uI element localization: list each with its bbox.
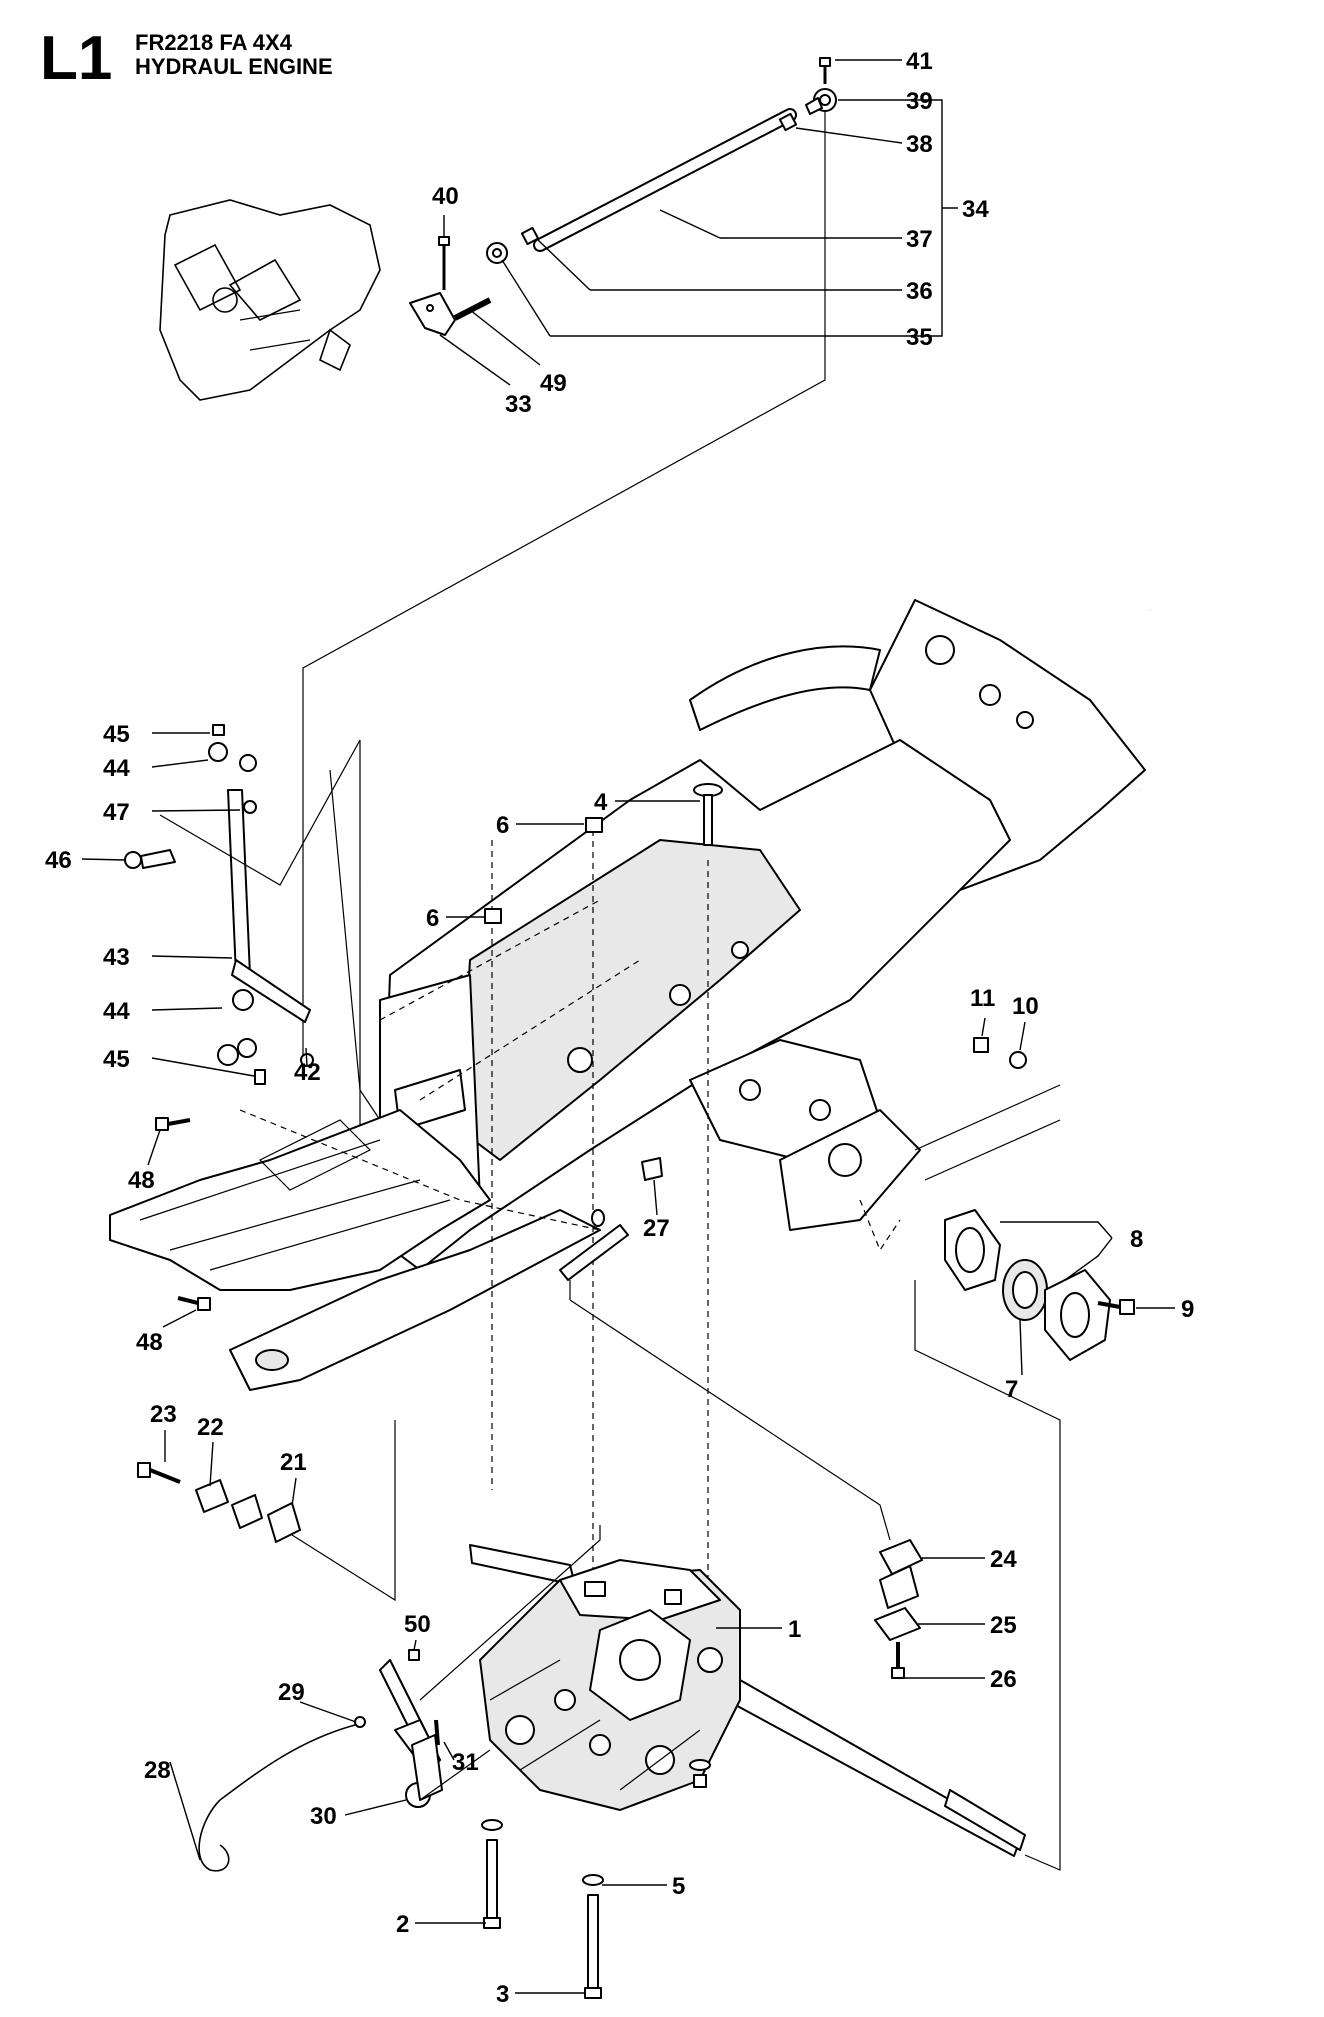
clamp-set-21-23 [137, 1420, 396, 1602]
bolts-48 [155, 1117, 211, 1311]
callout-30: 30 [310, 1803, 337, 1830]
page-code: L1 [40, 24, 113, 93]
callout-42: 42 [294, 1059, 321, 1086]
callout-3: 3 [496, 1981, 509, 2008]
leader-lines [81, 59, 1175, 1994]
callout-1: 1 [788, 1616, 801, 1643]
nuts-6 [484, 817, 603, 924]
callout-45-top: 45 [103, 721, 130, 748]
callout-38: 38 [906, 131, 933, 158]
nut-50 [408, 1649, 420, 1661]
callout-2: 2 [396, 1911, 409, 1938]
linkage-parts [124, 724, 361, 1180]
callout-50: 50 [404, 1611, 431, 1638]
callout-45-bottom: 45 [103, 1046, 130, 1073]
transmission [469, 1544, 1026, 1857]
callout-49: 49 [540, 370, 567, 397]
callout-36: 36 [906, 278, 933, 305]
clip-27 [641, 1157, 663, 1181]
callout-25: 25 [990, 1612, 1017, 1639]
lever-assembly [198, 1525, 601, 1872]
callout-5: 5 [672, 1873, 685, 1900]
nut-11 [973, 1037, 989, 1053]
bolt-4 [693, 783, 723, 846]
callout-10: 10 [1012, 993, 1039, 1020]
callout-7: 7 [1005, 1376, 1018, 1403]
callout-47: 47 [103, 799, 130, 826]
callout-22: 22 [197, 1414, 224, 1441]
callout-39: 39 [906, 88, 933, 115]
callout-33: 33 [505, 391, 532, 418]
model-name: FR2218 FA 4X4 [135, 30, 292, 55]
callout-43: 43 [103, 944, 130, 971]
chassis-frame [109, 584, 1252, 1391]
bolts-2-3-5 [481, 1819, 604, 1999]
callout-27: 27 [643, 1215, 670, 1242]
callout-8: 8 [1130, 1226, 1143, 1253]
callout-28: 28 [144, 1757, 171, 1784]
callout-48-bottom: 48 [136, 1329, 163, 1356]
callout-34: 34 [962, 196, 989, 223]
callout-37: 37 [906, 226, 933, 253]
clamp-set-24-26 [569, 1299, 923, 1679]
callout-44-bottom: 44 [103, 998, 130, 1025]
callout-44-top: 44 [103, 755, 130, 782]
steering-rod-parts [409, 57, 837, 336]
callout-29: 29 [278, 1679, 305, 1706]
callout-6-top: 6 [496, 812, 509, 839]
callout-9: 9 [1181, 1296, 1194, 1323]
callout-21: 21 [280, 1449, 307, 1476]
callout-26: 26 [990, 1666, 1017, 1693]
callout-4: 4 [594, 789, 608, 816]
callout-46: 46 [45, 847, 72, 874]
callout-labels: 41 39 38 34 37 36 35 40 49 33 45 44 47 4… [45, 48, 1194, 2008]
callout-24: 24 [990, 1546, 1017, 1573]
callout-6-left: 6 [426, 905, 439, 932]
callout-31: 31 [452, 1749, 479, 1776]
callout-35: 35 [906, 324, 933, 351]
callout-40: 40 [432, 183, 459, 210]
callout-41: 41 [906, 48, 933, 75]
washer-10 [1009, 1051, 1027, 1069]
callout-11: 11 [970, 985, 995, 1012]
bearing-flange-parts [914, 1084, 1135, 1361]
engine-block-sketch [159, 199, 381, 401]
callout-48-top: 48 [128, 1167, 155, 1194]
callout-23: 23 [150, 1401, 177, 1428]
section-title: HYDRAUL ENGINE [135, 54, 333, 79]
